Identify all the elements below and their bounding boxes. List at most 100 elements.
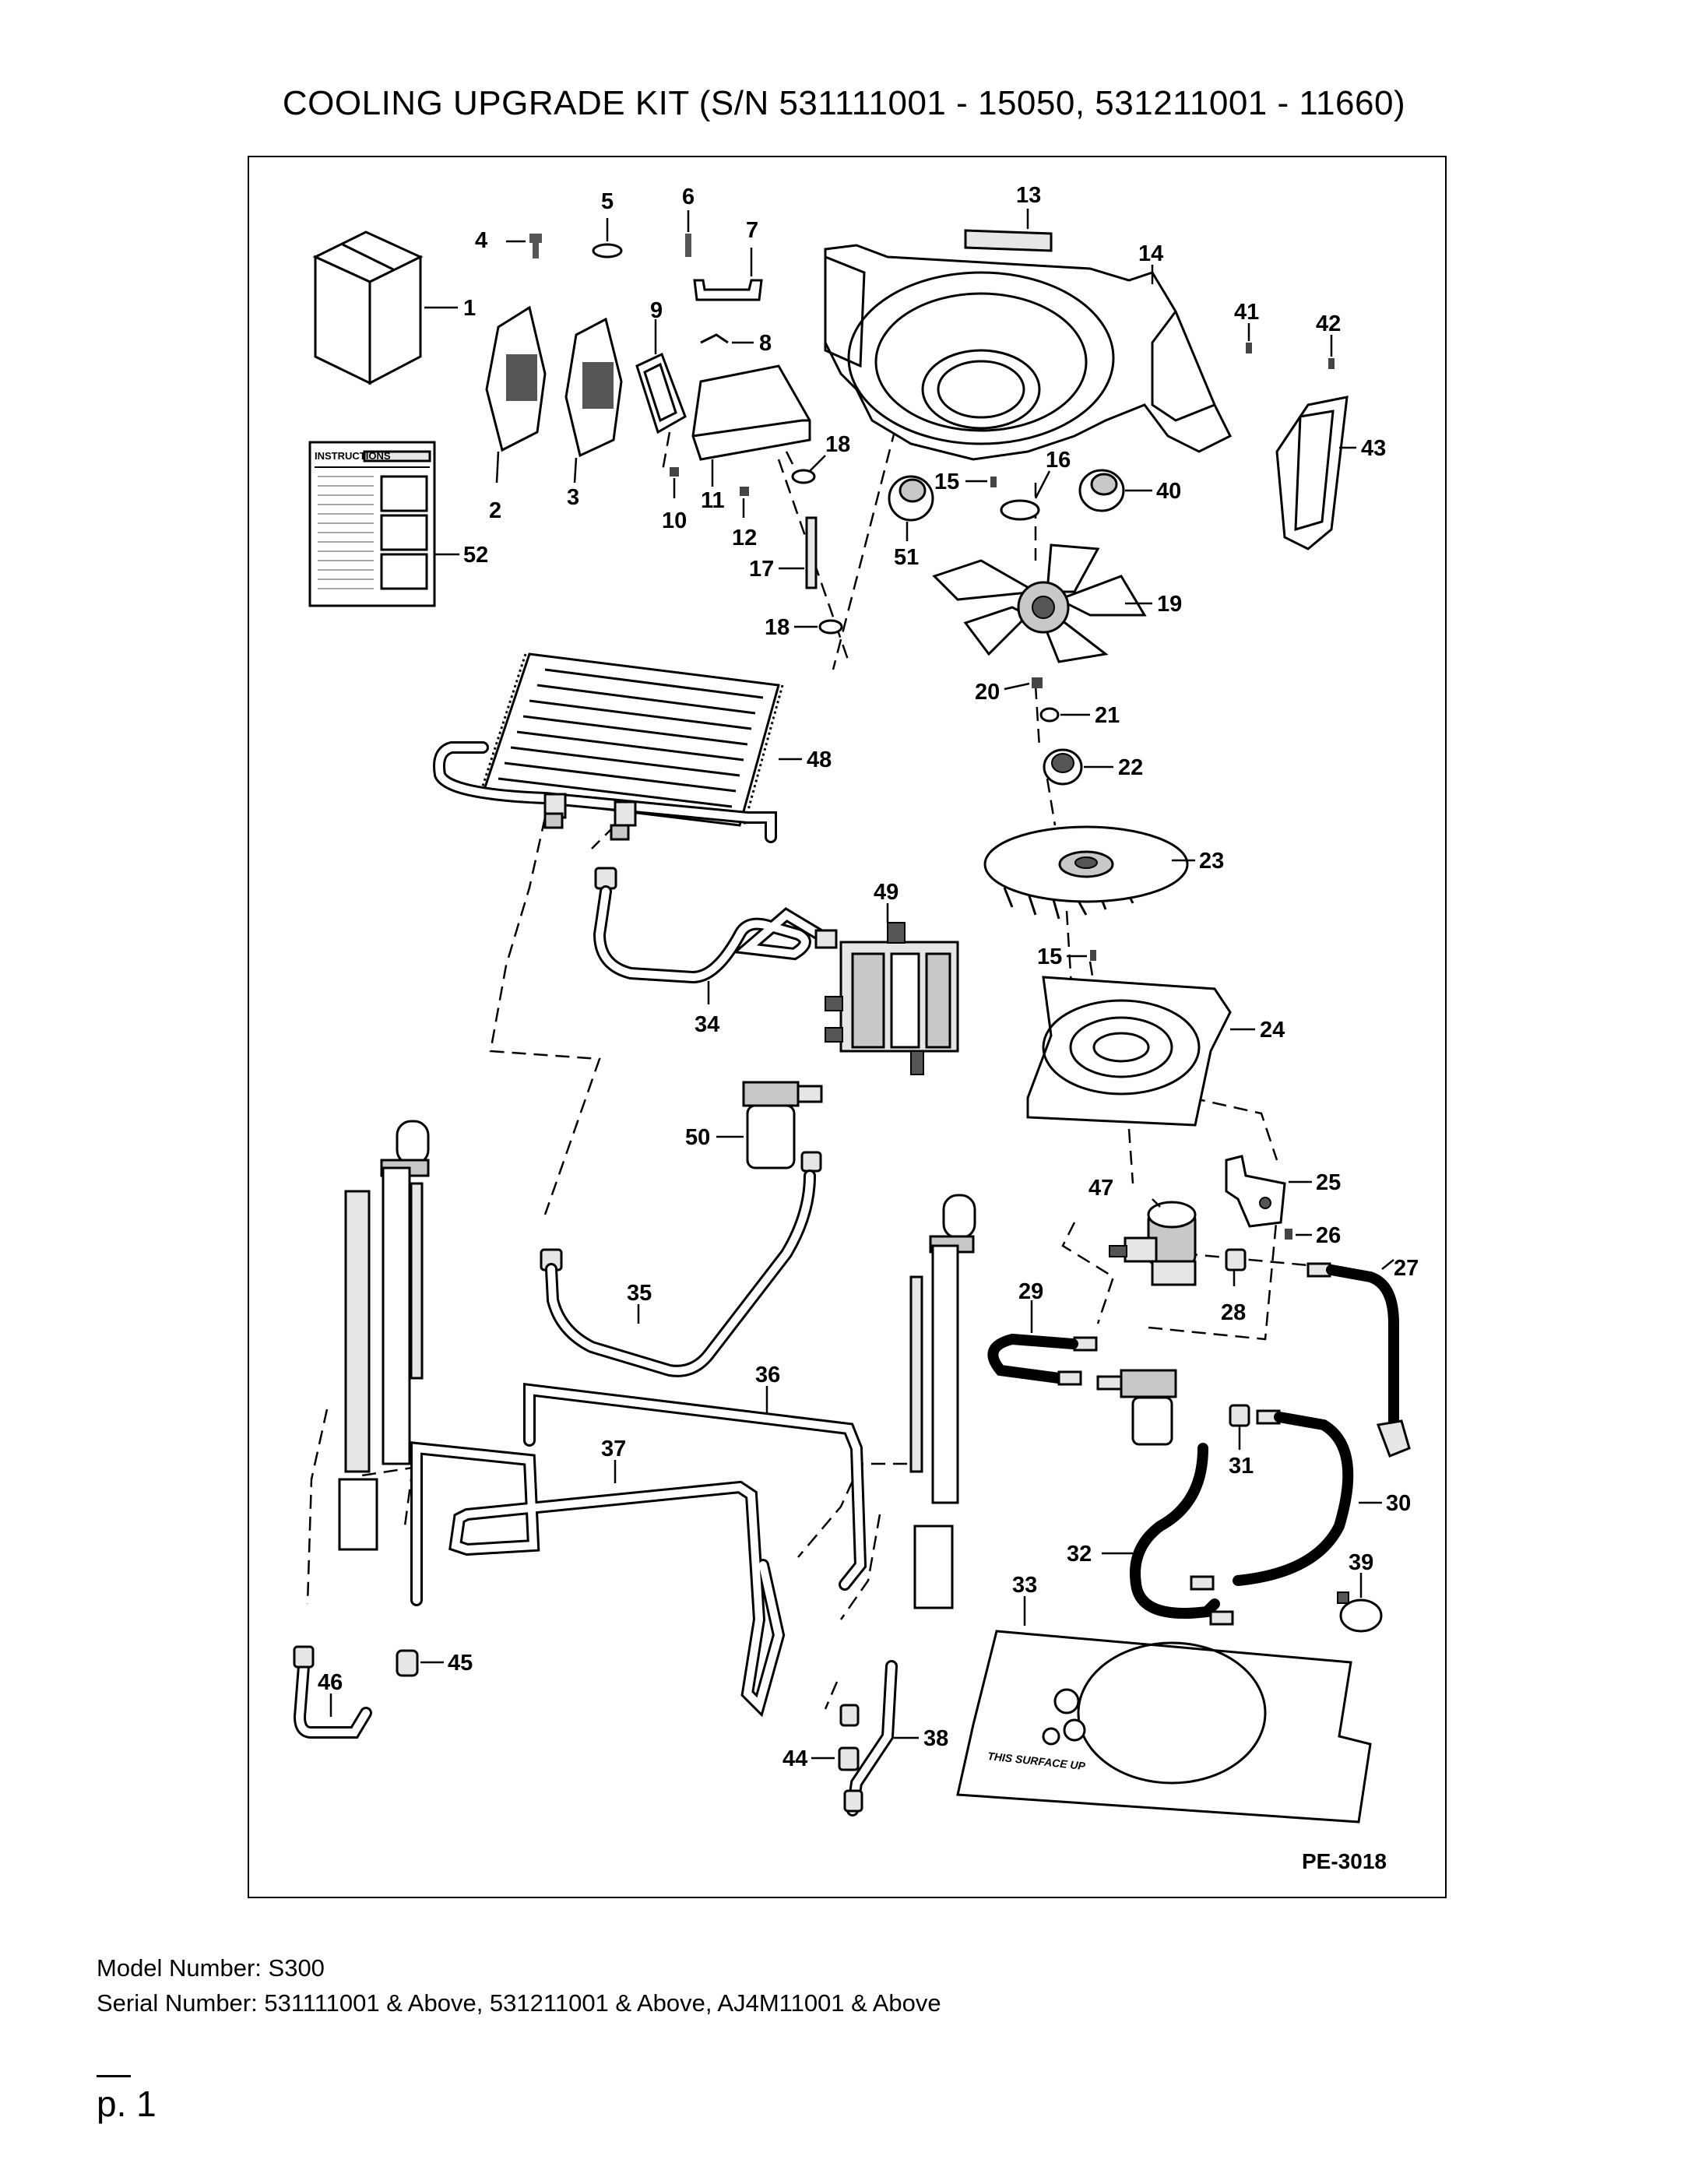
part-44-fitting <box>811 1746 860 1771</box>
callout-29: 29 <box>1018 1279 1043 1304</box>
part-29-hose <box>987 1300 1098 1386</box>
callout-15b: 15 <box>1037 944 1062 969</box>
part-34-tube <box>593 867 838 1004</box>
part-32-hose <box>1102 1443 1234 1626</box>
callout-5: 5 <box>601 189 614 214</box>
part-25-bracket <box>1225 1155 1312 1228</box>
part-45-fitting <box>396 1649 444 1677</box>
callout-24: 24 <box>1260 1018 1285 1043</box>
callout-52: 52 <box>463 543 488 568</box>
part-18-washer-upper <box>791 455 826 484</box>
part-3-screen <box>564 317 623 484</box>
callout-26: 26 <box>1316 1223 1341 1248</box>
callout-22: 22 <box>1118 755 1143 780</box>
callout-38: 38 <box>923 1726 948 1751</box>
part-49-control-valve <box>825 903 959 1075</box>
diagram-code: PE-3018 <box>1302 1849 1387 1873</box>
part-18-washer-lower <box>794 619 843 635</box>
callout-18b: 18 <box>765 615 789 640</box>
part-41-screw <box>1246 323 1252 353</box>
callout-7: 7 <box>746 218 758 243</box>
callout-49: 49 <box>874 880 899 905</box>
callout-35: 35 <box>627 1281 652 1306</box>
callout-43: 43 <box>1361 436 1386 461</box>
part-39-clamp <box>1337 1573 1383 1633</box>
part-10-nut <box>670 467 679 498</box>
part-2-screen <box>485 305 547 484</box>
serial-number: Serial Number: 531111001 & Above, 531211… <box>97 1989 941 2017</box>
callout-50: 50 <box>685 1125 710 1150</box>
part-42-screw <box>1328 335 1335 369</box>
callout-9: 9 <box>650 298 663 323</box>
part-46-tube <box>293 1645 372 1739</box>
callout-2: 2 <box>489 498 501 523</box>
callout-8: 8 <box>759 331 772 356</box>
callout-4: 4 <box>475 228 487 253</box>
part-37-tube <box>410 1441 786 1718</box>
callout-15a: 15 <box>934 470 959 494</box>
callout-14: 14 <box>1138 241 1163 266</box>
part-36-tube <box>523 1382 867 1591</box>
callout-18a: 18 <box>825 432 850 457</box>
callout-20: 20 <box>975 680 1000 705</box>
callout-37: 37 <box>601 1437 626 1461</box>
callout-42: 42 <box>1316 311 1341 336</box>
part-1-kit-box <box>312 230 458 385</box>
callout-labels: 1 2 3 4 5 6 7 8 9 10 11 12 13 14 15 15 1… <box>318 183 1419 1771</box>
part-14-fan-shroud <box>824 244 1233 461</box>
callout-51: 51 <box>894 545 919 570</box>
callout-19: 19 <box>1157 592 1182 617</box>
part-16-plate <box>1000 470 1051 521</box>
diagram-frame <box>248 156 1447 1898</box>
part-40-grommet <box>1078 469 1152 512</box>
part-15-screw-upper <box>965 477 997 487</box>
callout-23: 23 <box>1199 849 1224 874</box>
callout-21: 21 <box>1095 703 1120 728</box>
filter-head <box>1096 1369 1177 1446</box>
part-8-clip <box>700 333 754 344</box>
callout-33: 33 <box>1012 1573 1037 1598</box>
part-5-washer <box>592 218 623 258</box>
part-11-cover <box>691 364 811 487</box>
part-17-spacer <box>779 516 818 589</box>
model-number: Model Number: S300 <box>97 1954 325 1982</box>
part-13-seal-strip <box>964 209 1053 252</box>
callout-28: 28 <box>1221 1300 1246 1325</box>
callout-30: 30 <box>1386 1491 1411 1516</box>
part-31-fitting <box>1229 1404 1250 1450</box>
callout-25: 25 <box>1316 1170 1341 1195</box>
callout-12: 12 <box>732 526 757 550</box>
part-6-screw <box>685 210 691 257</box>
part-52-instructions: INSTRUCTIONS <box>308 441 459 607</box>
callout-11: 11 <box>701 488 725 513</box>
callout-47: 47 <box>1088 1176 1113 1201</box>
part-43-grille <box>1275 396 1356 550</box>
page-title: COOLING UPGRADE KIT (S/N 531111001 - 150… <box>282 84 1406 122</box>
part-21-washer <box>1039 707 1090 723</box>
part-19-fan <box>932 543 1152 663</box>
part-35-tube <box>540 1169 816 1377</box>
lift-cylinder-left <box>338 1120 430 1551</box>
part-24-mounting-plate <box>1026 976 1255 1127</box>
callout-13: 13 <box>1016 183 1041 208</box>
part-12-nut <box>740 487 749 518</box>
callout-10: 10 <box>662 508 687 533</box>
part-33-gasket-plate: THIS SURFACE UP <box>956 1596 1372 1824</box>
part-51-grommet <box>888 475 934 541</box>
callout-27: 27 <box>1394 1256 1419 1281</box>
part-30-hose <box>1233 1409 1382 1586</box>
part-27-hose <box>1306 1259 1411 1458</box>
callout-6: 6 <box>682 185 695 209</box>
callout-45: 45 <box>448 1651 473 1676</box>
part-23-fan-ring <box>983 825 1195 920</box>
part-9-gasket <box>635 319 687 434</box>
callout-48: 48 <box>807 747 832 772</box>
callout-31: 31 <box>1229 1454 1254 1479</box>
callout-40: 40 <box>1156 479 1181 504</box>
part-15-screw-lower <box>1067 950 1096 961</box>
part-26-screw <box>1285 1229 1312 1240</box>
part-38-tube <box>839 1660 919 1816</box>
part-22-hub <box>1043 748 1113 786</box>
callout-1: 1 <box>463 296 476 321</box>
page-number: p. 1 <box>97 2084 156 2124</box>
